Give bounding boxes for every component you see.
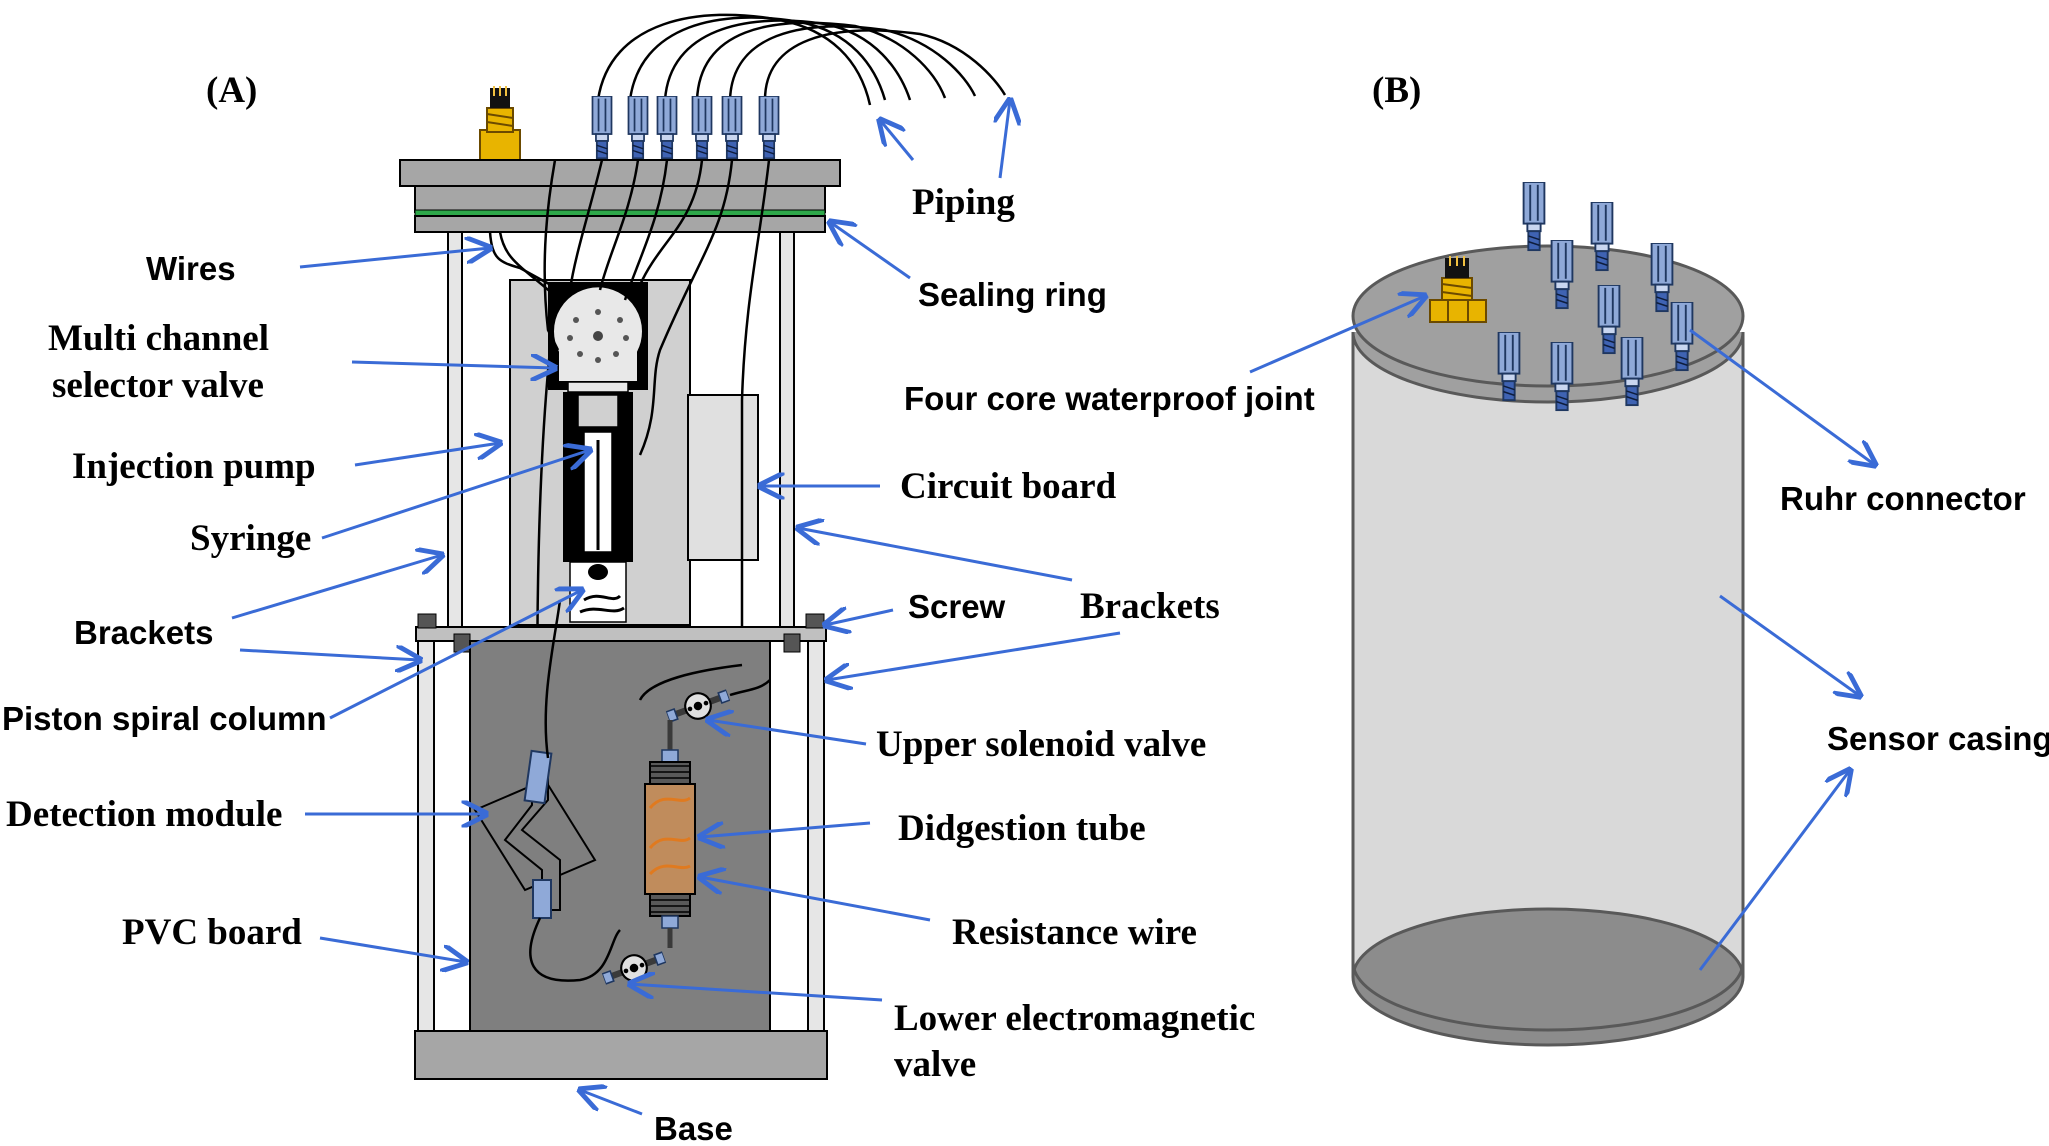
label-sensor-casing: Sensor casing bbox=[1827, 720, 2049, 757]
labels: (A) (B) Piping Sealing ring Wires Multi … bbox=[2, 70, 2049, 1146]
label-upper-solenoid-valve: Upper solenoid valve bbox=[876, 724, 1206, 765]
label-brackets-left: Brackets bbox=[74, 614, 213, 651]
panel-b bbox=[1351, 182, 1745, 1047]
label-pvc-board: PVC board bbox=[122, 912, 302, 953]
label-detection-module: Detection module bbox=[6, 794, 282, 835]
detection-module bbox=[473, 749, 597, 919]
selector-valve-icon bbox=[552, 285, 644, 383]
ruhr-connector-icon bbox=[591, 96, 613, 160]
label-screw: Screw bbox=[908, 588, 1006, 625]
label-lower-valve-1: Lower electromagnetic bbox=[894, 998, 1255, 1039]
label-four-core-joint: Four core waterproof joint bbox=[904, 380, 1315, 417]
label-injection-pump: Injection pump bbox=[72, 446, 316, 487]
panel-label-a: (A) bbox=[206, 70, 257, 111]
sensor-casing bbox=[1353, 332, 1744, 977]
label-piston-spiral-column: Piston spiral column bbox=[2, 700, 327, 737]
label-multi-channel-1: Multi channel bbox=[48, 318, 269, 359]
ruhr-connector-icon bbox=[758, 96, 780, 160]
lower-bracket-right bbox=[807, 640, 825, 1032]
label-piping: Piping bbox=[912, 182, 1015, 223]
label-resistance-wire: Resistance wire bbox=[952, 912, 1197, 953]
label-multi-channel-2: selector valve bbox=[52, 365, 264, 406]
waterproof-joint-icon bbox=[479, 86, 521, 161]
label-wires: Wires bbox=[146, 250, 236, 287]
lid-top-plate bbox=[399, 159, 841, 187]
middle-plate bbox=[415, 626, 827, 642]
waterproof-joint-icon bbox=[1429, 256, 1487, 323]
label-digestion-tube: Didgestion tube bbox=[898, 808, 1146, 849]
label-circuit-board: Circuit board bbox=[900, 466, 1117, 507]
label-ruhr-connector: Ruhr connector bbox=[1780, 480, 2026, 517]
lid-connectors bbox=[591, 96, 780, 160]
base bbox=[414, 1030, 828, 1080]
ruhr-connector-icon bbox=[627, 96, 649, 160]
label-brackets-right: Brackets bbox=[1080, 586, 1220, 627]
circuit-board bbox=[687, 394, 759, 561]
panel-label-b: (B) bbox=[1372, 70, 1421, 111]
ruhr-connector-icon bbox=[691, 96, 713, 160]
lower-bracket-left bbox=[417, 640, 435, 1032]
piping-bundle bbox=[596, 13, 1007, 106]
panel-a bbox=[399, 13, 1007, 1080]
casing-bottom bbox=[1351, 907, 1745, 1047]
resistance-wire bbox=[648, 796, 691, 876]
ruhr-connector-icon bbox=[721, 96, 743, 160]
upper-bracket-left bbox=[447, 231, 463, 631]
upper-bracket-right bbox=[779, 231, 795, 631]
ruhr-connector-icon bbox=[1522, 182, 1546, 252]
label-lower-valve-2: valve bbox=[894, 1044, 976, 1085]
label-syringe: Syringe bbox=[190, 518, 311, 559]
label-base: Base bbox=[654, 1110, 733, 1146]
lid-lower-plate bbox=[414, 185, 826, 213]
ruhr-connector-icon bbox=[656, 96, 678, 160]
label-sealing-ring: Sealing ring bbox=[918, 276, 1107, 313]
digestion-tube bbox=[644, 749, 696, 948]
arrows bbox=[231, 100, 1875, 1116]
